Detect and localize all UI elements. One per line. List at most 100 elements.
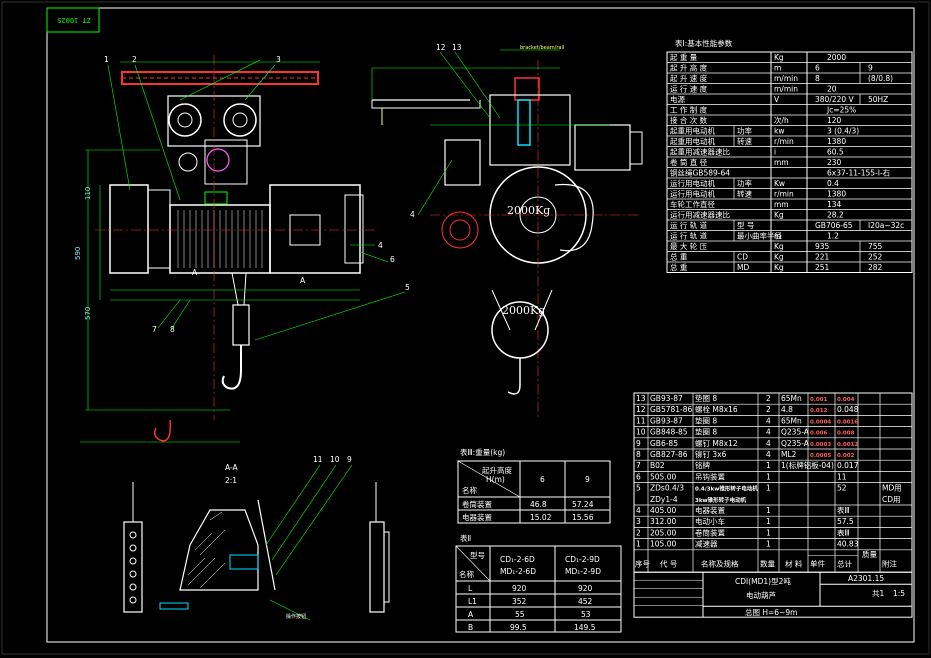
t1-unit: i bbox=[774, 148, 776, 157]
leader-8: 8 bbox=[170, 325, 175, 334]
dimensions-front bbox=[80, 59, 360, 443]
t2-r4-1: 99.5 bbox=[510, 623, 527, 632]
t1-unit: 次/h bbox=[774, 115, 789, 125]
t1-value: 230 bbox=[827, 158, 842, 167]
t1-unit: mm bbox=[774, 200, 789, 209]
t1-value: 60.5 bbox=[827, 148, 844, 157]
leader-10: 10 bbox=[330, 455, 340, 464]
t1-sublabel: 最小曲率半径 bbox=[737, 231, 782, 241]
t3-r1-name: 卷筒装置 bbox=[462, 499, 492, 509]
t2-r2-0: L1 bbox=[468, 597, 477, 606]
t1-value2: 50HZ bbox=[868, 95, 888, 104]
t1-value: 6 bbox=[815, 64, 820, 73]
t1-value2: 282 bbox=[868, 263, 883, 272]
bom-cell: 4.8 bbox=[781, 405, 793, 414]
bom-cell: ZDy1-4 bbox=[650, 495, 678, 504]
t3-r2-name: 电器装置 bbox=[462, 512, 492, 522]
bom-header: 材 料 bbox=[785, 559, 803, 569]
rope-right bbox=[243, 272, 247, 306]
bom-cell: 11 bbox=[837, 472, 847, 481]
bom-cell: 0.4/3kw锥形转子电动机 bbox=[695, 485, 758, 493]
t1-value: GB706-65 bbox=[815, 221, 853, 230]
bom-cell: 4 bbox=[766, 450, 771, 459]
bom-cell: 0.0005 bbox=[810, 453, 831, 459]
leader-12: 12 bbox=[436, 43, 446, 52]
t1-value: 1380 bbox=[827, 137, 846, 146]
leaders-side bbox=[417, 51, 501, 216]
bom-cell: 1 bbox=[766, 540, 771, 549]
t1-unit: Kw bbox=[774, 179, 785, 188]
bom-cell: 1 bbox=[766, 517, 771, 526]
bom-cell: 1 bbox=[766, 484, 771, 493]
t2-col1-a: CD₁-2-6D bbox=[500, 555, 535, 564]
note-leader bbox=[269, 599, 311, 621]
t2-col1-b: MD₁-2-6D bbox=[500, 567, 536, 576]
section-mark-a2: A bbox=[300, 276, 306, 285]
t3-r2-v1: 15.02 bbox=[530, 513, 552, 522]
bom-cell: 4 bbox=[766, 439, 771, 448]
leader-5: 5 bbox=[405, 283, 410, 292]
bom-header: 总计 bbox=[837, 559, 852, 569]
t1-unit: Kg bbox=[774, 253, 784, 262]
bom-cell: 0.017 bbox=[837, 461, 859, 470]
bom-cell: Q235-A bbox=[781, 428, 810, 437]
t1-label: 车轮工作直径 bbox=[670, 199, 715, 209]
t1-value: 221 bbox=[815, 253, 830, 262]
bom-cell: 11 bbox=[636, 416, 646, 425]
wheel-side bbox=[517, 99, 531, 146]
bom-cell: 405.00 bbox=[650, 506, 676, 515]
t1-label: 运行用电动机 bbox=[670, 189, 715, 199]
bom-cell: 2 bbox=[636, 528, 641, 537]
weight-label-hook: 2000Kg bbox=[502, 304, 545, 317]
bom-cell: GB93-87 bbox=[650, 394, 683, 403]
t1-value2: (8/0.8) bbox=[868, 74, 893, 83]
bom-cell: 312.00 bbox=[650, 517, 676, 526]
bom-cell: 52 bbox=[837, 484, 847, 493]
t1-value: 6x37-11-155-Ⅰ-右 bbox=[827, 168, 891, 178]
bom-cell: GB6-85 bbox=[650, 439, 678, 448]
bom-cell: 0.001 bbox=[810, 397, 828, 403]
stamp-box bbox=[46, 7, 100, 33]
table3-title: 表Ⅲ:重量(kg) bbox=[460, 447, 505, 457]
t1-value: 134 bbox=[827, 200, 842, 209]
t3-head-top: 起升高度 bbox=[482, 465, 512, 475]
t1-label: 起重用电动机 bbox=[670, 126, 715, 136]
bom-cell: MD用 bbox=[882, 484, 902, 493]
t1-value: 251 bbox=[815, 263, 830, 272]
leader-1: 1 bbox=[104, 55, 109, 64]
red-circle-2 bbox=[449, 219, 471, 241]
bom-cell: 0.006 bbox=[810, 431, 828, 437]
t2-head-bottom: 名称 bbox=[459, 569, 474, 579]
t1-label: 运行用减速器速比 bbox=[670, 210, 730, 220]
dim-label-3: 590 bbox=[74, 247, 82, 260]
t3-r1-v1: 46.8 bbox=[530, 500, 547, 509]
bom-cell: 0.004 bbox=[837, 397, 855, 403]
dim-label-2: 570 bbox=[84, 307, 92, 320]
bom-cell: 7 bbox=[636, 461, 641, 470]
bom-cell: 螺钉 M8x12 bbox=[695, 438, 738, 448]
bom-cell: 12 bbox=[636, 405, 646, 414]
t1-value: 120 bbox=[827, 116, 842, 125]
t2-r1-0: L bbox=[468, 584, 473, 593]
section-view: A-A 2:1 11 10 9 操作按钮 bbox=[123, 455, 390, 621]
leader-2: 2 bbox=[132, 55, 137, 64]
t3-r1-v2: 57.24 bbox=[572, 500, 594, 509]
bom-cell: 电器装置 bbox=[695, 505, 725, 515]
bom-cell: 0.002 bbox=[837, 453, 855, 459]
bom-cell: 4 bbox=[636, 506, 641, 515]
t2-r3-0: A bbox=[468, 610, 474, 619]
bom-cell: 表Ⅲ bbox=[837, 527, 850, 537]
section-mark-a1: A bbox=[192, 268, 198, 277]
t1-value: 8 bbox=[815, 74, 820, 83]
inner-frame bbox=[46, 7, 915, 643]
t2-head-top: 型号 bbox=[470, 551, 485, 560]
bom-cell: Q235-A bbox=[781, 439, 810, 448]
t1-label: 运行用电动机 bbox=[670, 178, 715, 188]
bom-cell: GB827-86 bbox=[650, 450, 688, 459]
t2-r3-2: 53 bbox=[581, 610, 591, 619]
pendant-left-buttons bbox=[129, 531, 137, 604]
trolley-frame bbox=[167, 95, 261, 147]
bom-cell: 1 bbox=[766, 461, 771, 470]
